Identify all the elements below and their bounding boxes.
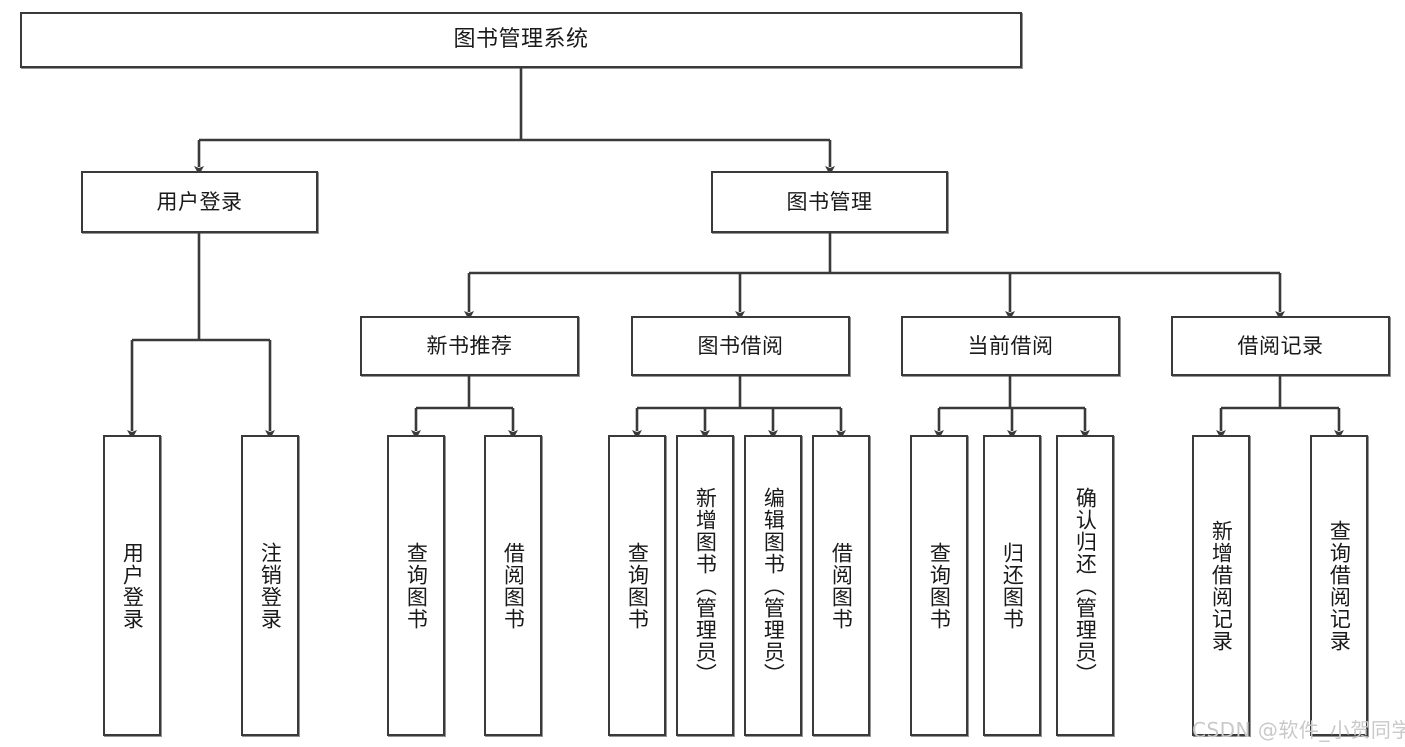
- node-root[interactable]: 图书管理系统: [20, 12, 1022, 68]
- node-leaf-user-login[interactable]: 用户登录: [103, 435, 161, 736]
- node-leaf-query-record[interactable]: 查询借阅记录: [1310, 435, 1368, 736]
- node-leaf-borrow-book-2[interactable]: 借阅图书: [812, 435, 870, 736]
- node-leaf-confirm-return[interactable]: 确认归还（管理员）: [1056, 435, 1114, 736]
- node-leaf-borrow-book-1[interactable]: 借阅图书: [484, 435, 542, 736]
- node-borrow-record[interactable]: 借阅记录: [1171, 316, 1390, 376]
- node-book-manage[interactable]: 图书管理: [711, 171, 948, 233]
- node-new-book-recommend[interactable]: 新书推荐: [360, 316, 579, 376]
- node-leaf-user-logout[interactable]: 注销登录: [241, 435, 299, 736]
- node-user-login[interactable]: 用户登录: [81, 171, 318, 233]
- node-leaf-query-book-2[interactable]: 查询图书: [608, 435, 666, 736]
- node-current-borrow[interactable]: 当前借阅: [901, 316, 1120, 376]
- node-leaf-return-book[interactable]: 归还图书: [983, 435, 1041, 736]
- node-leaf-add-record[interactable]: 新增借阅记录: [1192, 435, 1250, 736]
- node-book-borrow[interactable]: 图书借阅: [631, 316, 850, 376]
- node-leaf-query-book-3[interactable]: 查询图书: [910, 435, 968, 736]
- node-leaf-add-book[interactable]: 新增图书（管理员）: [676, 435, 734, 736]
- csdn-watermark: CSDN @软件_小贺同学: [1192, 718, 1405, 742]
- node-leaf-query-book-1[interactable]: 查询图书: [387, 435, 445, 736]
- node-leaf-edit-book[interactable]: 编辑图书（管理员）: [744, 435, 802, 736]
